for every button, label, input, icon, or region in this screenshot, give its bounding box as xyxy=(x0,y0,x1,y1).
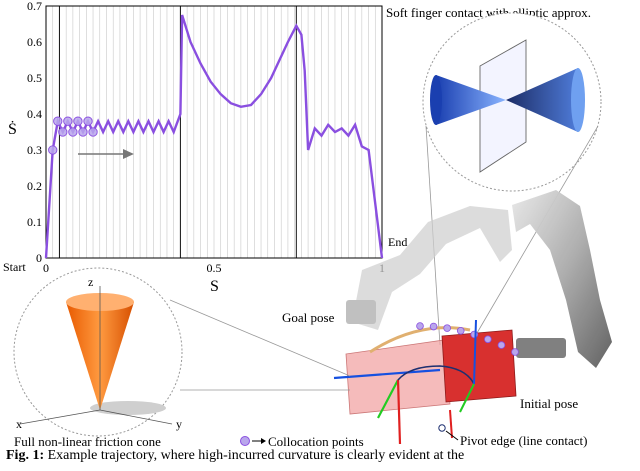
y-tick-labels: 0 0.1 0.2 0.3 0.4 0.5 0.6 0.7 xyxy=(27,0,42,265)
pivot-legend-arrow xyxy=(445,430,459,441)
collocation-point xyxy=(88,127,98,137)
goal-box xyxy=(345,339,451,415)
y-tick-label: 0.6 xyxy=(27,35,42,49)
y-tick-label: 0 xyxy=(36,251,42,265)
collocation-legend-marker xyxy=(240,436,250,446)
trajectory-dot xyxy=(470,330,479,339)
soft-cone-right xyxy=(506,68,578,132)
collocation-label: Collocation points xyxy=(268,434,364,449)
caption-text: Example trajectory, where high-incurred … xyxy=(47,448,465,463)
frame-axis-blue xyxy=(333,368,441,380)
axis-y-label: y xyxy=(176,417,182,431)
trajectory-dot xyxy=(497,341,506,349)
friction-cone-label: Full non-linear friction cone xyxy=(14,434,161,449)
collocation-point xyxy=(63,116,73,126)
collocation-point xyxy=(53,116,63,126)
gripper-goal xyxy=(346,300,376,324)
initial-box xyxy=(441,329,517,403)
y-tick-label: 0.4 xyxy=(27,107,42,121)
legend-collocation: Collocation points xyxy=(240,434,364,449)
collocation-markers xyxy=(48,116,98,155)
frame-axis-green-2 xyxy=(459,383,475,413)
pivot-label: Pivot edge (line contact) xyxy=(460,433,587,448)
trajectory-dot xyxy=(416,322,424,330)
x-tick-label: 0 xyxy=(43,261,49,275)
end-label: End xyxy=(388,235,407,249)
collocation-point xyxy=(68,127,78,137)
soft-cone-left xyxy=(436,75,506,125)
frame-axis-green xyxy=(377,379,399,419)
soft-finger-label: Soft finger contact with elliptic approx… xyxy=(386,5,591,20)
axis-x-line xyxy=(19,409,101,425)
goal-pose-label: Goal pose xyxy=(282,310,335,325)
trajectory-dot xyxy=(456,326,465,335)
axis-z-label: z xyxy=(88,275,93,289)
direction-arrow xyxy=(78,149,134,159)
frame-axis-blue-2 xyxy=(473,319,477,385)
initial-pose-label: Initial pose xyxy=(520,396,578,411)
robot-arms xyxy=(346,190,612,368)
collocation-point xyxy=(78,127,88,137)
frame-axis-red xyxy=(396,379,402,445)
zoom-line-bottom-1 xyxy=(169,299,351,377)
caption-label: Fig. 1: xyxy=(6,448,45,463)
y-tick-label: 0.2 xyxy=(27,179,42,193)
trajectory-dot xyxy=(429,322,438,331)
trajectory-dot xyxy=(484,335,492,344)
axis-y-line xyxy=(99,409,173,425)
trajectory-collocation-dots xyxy=(416,322,519,356)
velocity-profile-chart: 00.10.20.30.40.50.60.7 00.51 Ṡ S Start E… xyxy=(3,0,407,295)
trajectory-dot xyxy=(443,324,451,332)
x-axis-label: S xyxy=(210,278,219,295)
figure-caption: Fig. 1: Example trajectory, where high-i… xyxy=(6,448,636,464)
start-label: Start xyxy=(3,260,26,274)
zoom-line-right xyxy=(469,125,599,346)
soft-cone-right-base xyxy=(571,68,585,132)
y-tick-label: 0.1 xyxy=(27,215,42,229)
legend-pivot: Pivot edge (line contact) xyxy=(445,430,587,448)
soft-finger-illustration: Soft finger contact with elliptic approx… xyxy=(386,5,602,346)
frame-axis-red-2 xyxy=(449,409,453,439)
boxes xyxy=(333,319,519,445)
collocation-point xyxy=(83,116,93,126)
collocation-point xyxy=(58,127,68,137)
friction-cone-illustration: z x y xyxy=(13,267,351,437)
axis-x-label: x xyxy=(16,417,22,431)
pivot-arc xyxy=(397,365,475,385)
x-tick-label: 0.5 xyxy=(207,261,222,275)
y-tick-label: 0.3 xyxy=(27,143,42,157)
pivot-marker xyxy=(438,424,446,432)
contact-plane xyxy=(479,39,527,173)
robot-arm-initial xyxy=(512,190,612,368)
soft-cone-left-base xyxy=(430,75,442,125)
gripper xyxy=(516,338,566,358)
trajectory-dot xyxy=(511,348,519,356)
collocation-point xyxy=(73,116,83,126)
y-axis-label: Ṡ xyxy=(8,120,17,138)
collocation-legend-arrowhead xyxy=(261,438,266,444)
chart-frame xyxy=(45,5,383,259)
chart-grid xyxy=(52,6,376,258)
y-tick-label: 0.5 xyxy=(27,71,42,85)
collocation-point xyxy=(48,145,58,155)
y-tick-label: 0.7 xyxy=(27,0,42,13)
